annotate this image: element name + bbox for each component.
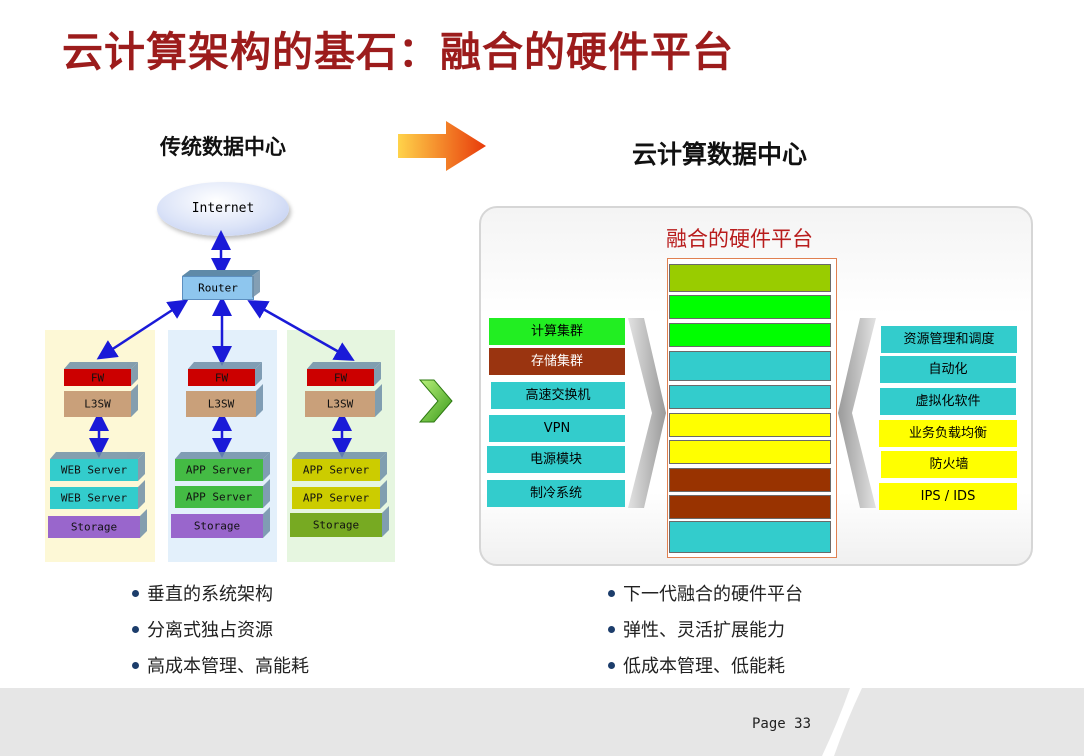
label-resource-scheduling: 资源管理和调度 bbox=[881, 326, 1017, 353]
storage-box: Storage bbox=[171, 514, 263, 538]
app-server-box: APP Server bbox=[292, 487, 380, 509]
left-inward-chevron-icon bbox=[628, 318, 666, 508]
chevron-right-icon bbox=[418, 379, 453, 423]
label-ips-ids: IPS / IDS bbox=[879, 483, 1017, 510]
right-inward-chevron-icon bbox=[838, 318, 876, 508]
bullet-item: 高成本管理、高能耗 bbox=[132, 652, 309, 678]
hardware-layer bbox=[669, 495, 831, 519]
hardware-layer bbox=[669, 323, 831, 347]
label-storage-cluster: 存储集群 bbox=[489, 348, 625, 375]
label-virtualization: 虚拟化软件 bbox=[880, 388, 1016, 415]
web-server-box: WEB Server bbox=[50, 459, 138, 481]
label-firewall: 防火墙 bbox=[881, 451, 1017, 478]
storage-box: Storage bbox=[48, 516, 140, 538]
fw-box: FW bbox=[188, 369, 255, 386]
router-top bbox=[182, 270, 260, 276]
hardware-layer bbox=[669, 385, 831, 409]
panel-title: 融合的硬件平台 bbox=[666, 227, 813, 251]
l3sw-box: L3SW bbox=[305, 391, 375, 417]
bullet-item: 低成本管理、低能耗 bbox=[608, 652, 785, 678]
bullet-item: 下一代融合的硬件平台 bbox=[608, 580, 803, 606]
l3sw-box: L3SW bbox=[186, 391, 256, 417]
bullet-item: 分离式独占资源 bbox=[132, 616, 273, 642]
label-vpn: VPN bbox=[489, 415, 625, 442]
hardware-layer bbox=[669, 264, 831, 292]
hardware-layer bbox=[669, 351, 831, 381]
label-load-balancing: 业务负载均衡 bbox=[879, 420, 1017, 447]
footer-swoosh bbox=[822, 688, 862, 756]
label-high-speed-switch: 高速交换机 bbox=[491, 382, 625, 409]
hardware-layer bbox=[669, 413, 831, 437]
fw-box: FW bbox=[64, 369, 131, 386]
hardware-layer bbox=[669, 468, 831, 492]
router-label: Router bbox=[198, 281, 238, 295]
bullet-item: 弹性、灵活扩展能力 bbox=[608, 616, 785, 642]
fw-box: FW bbox=[307, 369, 374, 386]
label-automation: 自动化 bbox=[880, 356, 1016, 383]
page-number: Page 33 bbox=[752, 716, 812, 732]
app-server-box: APP Server bbox=[175, 459, 263, 481]
hardware-layer bbox=[669, 295, 831, 319]
label-cooling-system: 制冷系统 bbox=[487, 480, 625, 507]
traditional-dc-heading: 传统数据中心 bbox=[160, 135, 286, 159]
label-power-module: 电源模块 bbox=[487, 446, 625, 473]
l3sw-box: L3SW bbox=[64, 391, 131, 417]
router-box: Router bbox=[182, 276, 254, 300]
cloud-dc-heading: 云计算数据中心 bbox=[632, 140, 808, 169]
hardware-layer bbox=[669, 440, 831, 464]
label-compute-cluster: 计算集群 bbox=[489, 318, 625, 345]
app-server-box: APP Server bbox=[175, 486, 263, 508]
storage-box: Storage bbox=[290, 513, 382, 537]
orange-arrow-icon bbox=[398, 121, 486, 171]
app-server-box: APP Server bbox=[292, 459, 380, 481]
internet-label: Internet bbox=[191, 201, 255, 216]
footer-bar bbox=[0, 688, 1084, 756]
internet-cloud: Internet bbox=[157, 182, 289, 236]
web-server-box: WEB Server bbox=[50, 487, 138, 509]
slide-title: 云计算架构的基石：融合的硬件平台 bbox=[62, 28, 734, 76]
bullet-item: 垂直的系统架构 bbox=[132, 580, 273, 606]
hardware-layer bbox=[669, 521, 831, 553]
